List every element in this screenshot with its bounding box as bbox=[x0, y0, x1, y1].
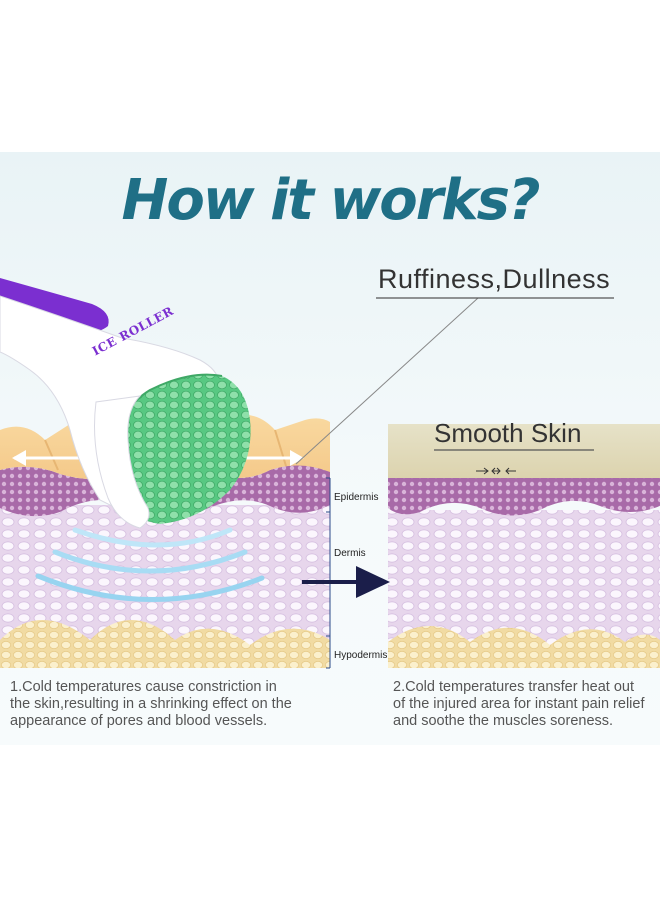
caption-left: 1.Cold temperatures cause constriction i… bbox=[10, 679, 330, 730]
caption-right-line: of the injured area for instant pain rel… bbox=[393, 696, 645, 712]
caption-right-line: and soothe the muscles soreness. bbox=[393, 713, 614, 729]
skin-block-after bbox=[388, 424, 660, 668]
skin-block-before bbox=[0, 414, 330, 668]
problem-label: Ruffiness,Dullness bbox=[378, 264, 611, 294]
layer-bracket bbox=[326, 477, 331, 669]
transition-arrow bbox=[302, 566, 390, 598]
page-title: How it works? bbox=[121, 168, 541, 233]
epidermis-label: Epidermis bbox=[334, 492, 379, 503]
hypodermis-label: Hypodermis bbox=[334, 650, 388, 661]
caption-right-line: 2.Cold temperatures transfer heat out bbox=[393, 679, 634, 695]
dermis-label: Dermis bbox=[334, 548, 366, 559]
caption-left-line: appearance of pores and blood vessels. bbox=[10, 713, 268, 729]
caption-left-line: 1.Cold temperatures cause constriction i… bbox=[10, 679, 277, 695]
result-label: Smooth Skin bbox=[434, 418, 582, 448]
caption-left-line: the skin,resulting in a shrinking effect… bbox=[10, 696, 292, 712]
caption-right: 2.Cold temperatures transfer heat out of… bbox=[393, 679, 658, 730]
leader-line bbox=[295, 297, 479, 465]
ice-roller bbox=[0, 278, 251, 529]
